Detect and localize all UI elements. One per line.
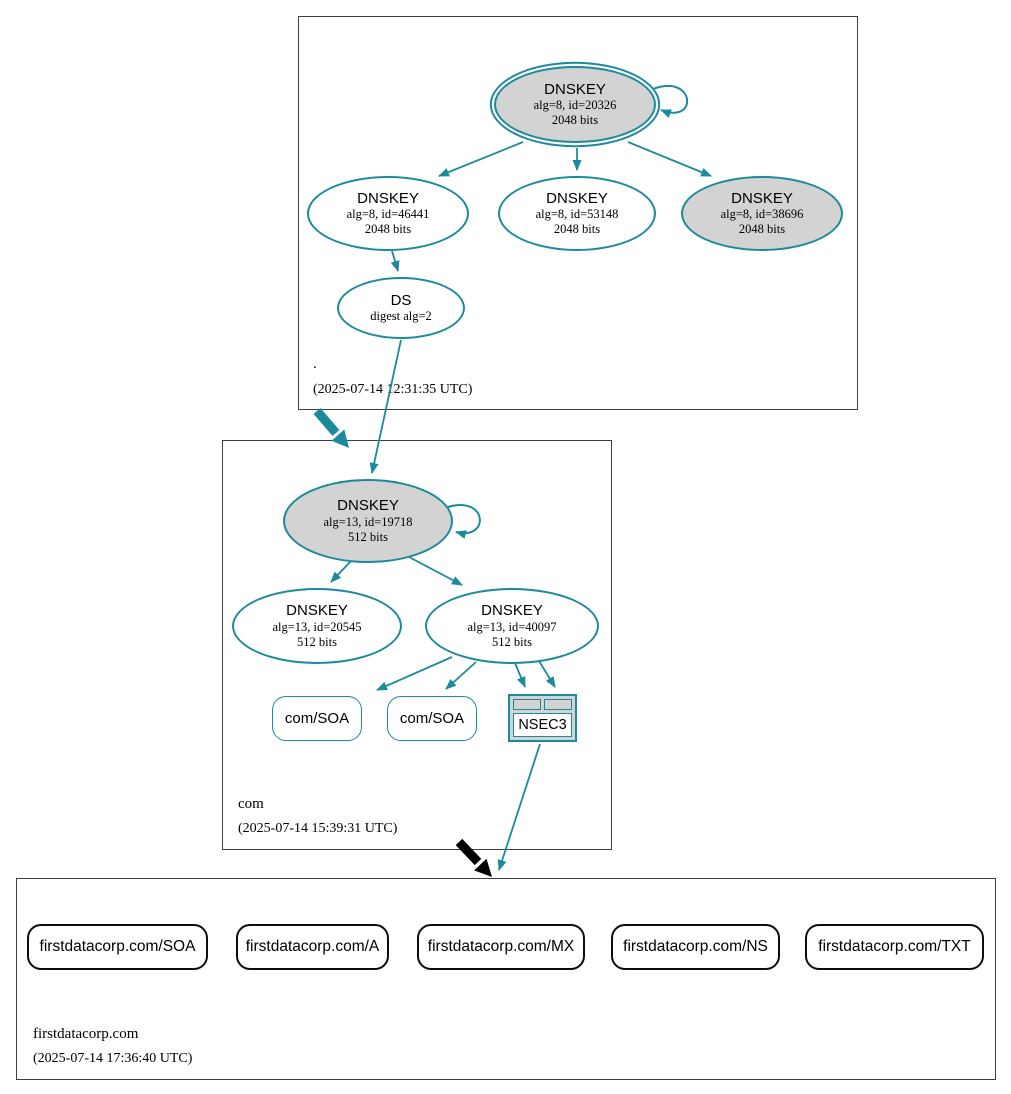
node-detail: alg=8, id=53148 — [535, 207, 619, 222]
rrset-label: firstdatacorp.com/TXT — [818, 938, 971, 955]
node-detail: alg=13, id=19718 — [323, 514, 413, 529]
rrset-label: firstdatacorp.com/SOA — [39, 938, 196, 955]
node-title: DNSKEY — [337, 497, 399, 515]
nsec3-rrsig-cells — [513, 699, 572, 710]
firstdatacorp-zone-box — [16, 878, 996, 1080]
node-detail: alg=13, id=40097 — [467, 619, 557, 634]
rrset-firstdatacorp-a[interactable]: firstdatacorp.com/A — [236, 924, 389, 970]
node-size: 512 bits — [492, 634, 532, 649]
rrset-firstdatacorp-mx[interactable]: firstdatacorp.com/MX — [417, 924, 585, 970]
node-size: 2048 bits — [551, 113, 599, 128]
com-zsk-40097-node[interactable]: DNSKEY alg=13, id=40097 512 bits — [425, 588, 599, 664]
com-zsk-20545-node[interactable]: DNSKEY alg=13, id=20545 512 bits — [232, 588, 402, 664]
root-zsk-38696-node[interactable]: DNSKEY alg=8, id=38696 2048 bits — [681, 176, 843, 251]
com-nsec3-node[interactable]: NSEC3 — [508, 694, 577, 742]
root-ksk-dnskey-node[interactable]: DNSKEY alg=8, id=20326 2048 bits — [494, 66, 656, 143]
rrset-label: firstdatacorp.com/NS — [623, 938, 768, 955]
node-title: DNSKEY — [481, 602, 543, 620]
node-detail: alg=13, id=20545 — [272, 619, 362, 634]
node-title: DNSKEY — [544, 80, 606, 98]
node-size: 2048 bits — [738, 222, 786, 237]
node-title: DNSKEY — [357, 189, 419, 207]
root-zsk-53148-node[interactable]: DNSKEY alg=8, id=53148 2048 bits — [498, 176, 656, 251]
node-size: 512 bits — [297, 634, 337, 649]
nsec3-cell-2 — [544, 699, 572, 710]
com-zone-label: com — [238, 796, 264, 812]
firstdatacorp-zone-timestamp: (2025-07-14 17:36:40 UTC) — [33, 1051, 193, 1066]
node-size: 2048 bits — [553, 222, 601, 237]
rrset-firstdatacorp-ns[interactable]: firstdatacorp.com/NS — [611, 924, 780, 970]
node-detail: alg=8, id=38696 — [720, 207, 804, 222]
node-size: 2048 bits — [364, 222, 412, 237]
delegation-arrow-root-to-com-shaft — [313, 408, 340, 436]
root-ds-node[interactable]: DS digest alg=2 — [337, 277, 465, 339]
node-title: DNSKEY — [286, 602, 348, 620]
node-size: 512 bits — [348, 529, 388, 544]
com-zone-timestamp: (2025-07-14 15:39:31 UTC) — [238, 821, 398, 836]
node-detail: alg=8, id=20326 — [533, 98, 617, 113]
nsec3-label: NSEC3 — [513, 713, 572, 737]
node-detail: digest alg=2 — [370, 309, 432, 324]
rrset-label: firstdatacorp.com/A — [245, 938, 380, 955]
rrset-label: firstdatacorp.com/MX — [427, 938, 575, 955]
node-title: DNSKEY — [546, 189, 608, 207]
com-ksk-dnskey-node[interactable]: DNSKEY alg=13, id=19718 512 bits — [283, 479, 453, 563]
node-detail: alg=8, id=46441 — [346, 207, 430, 222]
delegation-arrow-com-to-firstdatacorp-head — [474, 858, 492, 877]
rrset-label: com/SOA — [399, 710, 465, 727]
node-title: DS — [390, 291, 412, 309]
rrset-label: com/SOA — [284, 710, 350, 727]
root-zsk-46441-node[interactable]: DNSKEY alg=8, id=46441 2048 bits — [307, 176, 469, 251]
rrset-firstdatacorp-soa[interactable]: firstdatacorp.com/SOA — [27, 924, 208, 970]
com-soa-rrset-2[interactable]: com/SOA — [387, 696, 477, 741]
com-soa-rrset-1[interactable]: com/SOA — [272, 696, 362, 741]
root-zone-label: . — [313, 356, 317, 372]
nsec3-cell-1 — [513, 699, 541, 710]
node-title: DNSKEY — [731, 189, 793, 207]
firstdatacorp-zone-label: firstdatacorp.com — [33, 1026, 139, 1042]
root-zone-timestamp: (2025-07-14 12:31:35 UTC) — [313, 382, 473, 397]
rrset-firstdatacorp-txt[interactable]: firstdatacorp.com/TXT — [805, 924, 984, 970]
